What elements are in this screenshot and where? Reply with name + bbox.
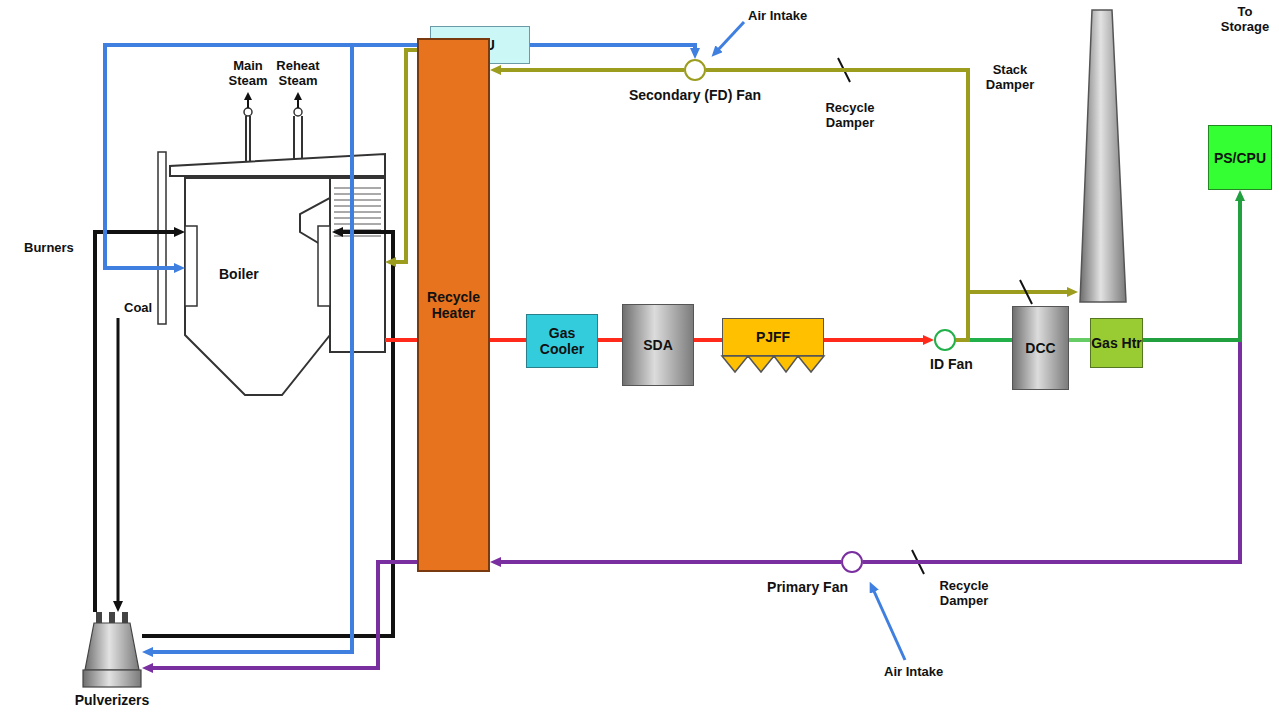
- node-label: Secondary (FD) Fan: [629, 87, 761, 103]
- flow-line: [498, 68, 684, 72]
- node-label: Gas Htr: [1091, 335, 1142, 351]
- component-label: Recycle Damper: [932, 578, 996, 608]
- flow-line: [1069, 338, 1090, 342]
- air-intake-arrow: [717, 22, 744, 51]
- process-box: DCC: [1012, 306, 1069, 390]
- tube-line: [334, 188, 381, 189]
- mill-body: [85, 623, 139, 670]
- process-box: Gas Htr: [1090, 318, 1143, 368]
- node-label: DCC: [1025, 340, 1055, 356]
- mill-inlet: [122, 612, 128, 623]
- steam-valve: [294, 108, 302, 116]
- flow-line: [530, 45, 695, 51]
- fan-symbol: ID Fan: [934, 329, 956, 351]
- tube-line: [334, 236, 381, 237]
- coal-arrow: [117, 318, 120, 604]
- air-intake-arrow: [873, 589, 905, 660]
- coal-feed-line: [142, 232, 393, 636]
- tube-line: [334, 200, 381, 201]
- damper-symbol: [912, 550, 924, 574]
- boiler-drawing: [158, 92, 385, 395]
- node-label: SDA: [643, 337, 673, 353]
- stack-chimney: [1080, 10, 1126, 302]
- damper-symbol: [838, 58, 850, 82]
- component-label: Stack Damper: [978, 62, 1042, 92]
- fan-symbol: Primary Fan: [841, 551, 863, 573]
- boiler-unit: Boiler: [185, 178, 385, 395]
- node-label: Pulverizers: [75, 692, 150, 708]
- stack-duct: [968, 290, 1070, 294]
- node-label: Recycle Heater: [419, 289, 488, 321]
- steam-arrowhead: [294, 92, 302, 100]
- flow-line: [1143, 198, 1240, 340]
- node-label: PS/CPU: [1214, 150, 1266, 166]
- component-label: To Storage: [1216, 4, 1274, 34]
- tube-line: [334, 224, 381, 225]
- tube-bank: [334, 188, 381, 236]
- node-label: Boiler: [219, 266, 259, 282]
- tube-line: [334, 230, 381, 231]
- component-label: Main Steam: [221, 58, 275, 88]
- steam-arrow: [248, 100, 298, 108]
- fan-symbol: Secondary (FD) Fan: [684, 59, 706, 81]
- node-label: Primary Fan: [767, 579, 848, 595]
- heater-box: Recycle Heater: [417, 38, 490, 572]
- flow-line: [498, 560, 841, 564]
- component-label: Reheat Steam: [271, 58, 325, 88]
- furnace-outline: [185, 178, 330, 395]
- component-label: Coal: [124, 300, 152, 315]
- flow-line: [385, 338, 417, 342]
- flow-line: [150, 45, 430, 652]
- flow-line: [824, 338, 926, 342]
- steam-arrowhead: [244, 92, 252, 100]
- node-label: Gas Cooler: [527, 325, 597, 357]
- filter-hoppers: [722, 356, 824, 372]
- reheat-steam-pipe: [294, 116, 302, 205]
- node-label: PJFF: [756, 329, 790, 345]
- flow-line: [490, 338, 526, 342]
- tube-line: [334, 218, 381, 219]
- backpass-outline: [330, 178, 385, 352]
- damper-symbol: [1020, 280, 1032, 304]
- flow-line: [694, 338, 722, 342]
- mill-base: [83, 670, 141, 687]
- process-box: PS/CPU: [1208, 125, 1272, 190]
- component-label: Air Intake: [748, 8, 807, 23]
- flow-line: [598, 338, 622, 342]
- burner-symbol: [318, 226, 330, 306]
- process-box: Gas Cooler: [526, 314, 598, 368]
- flow-line: [95, 232, 177, 612]
- mill-inlet: [96, 612, 102, 623]
- flow-line: [105, 45, 430, 268]
- flow-line: [956, 338, 1012, 342]
- boiler-column: [158, 152, 166, 324]
- flow-line: [393, 50, 417, 262]
- filter-box: PJFF: [722, 318, 824, 356]
- component-label: Recycle Damper: [818, 100, 882, 130]
- boiler-roof: [170, 154, 385, 176]
- burner-symbol: [185, 226, 197, 306]
- tube-line: [334, 206, 381, 207]
- tube-line: [334, 212, 381, 213]
- component-label: Air Intake: [884, 664, 943, 679]
- main-steam-pipe: [246, 116, 250, 205]
- tube-line: [334, 194, 381, 195]
- process-box: SDA: [622, 304, 694, 386]
- steam-valve: [244, 108, 252, 116]
- mill-inlet: [109, 612, 115, 623]
- component-label: Burners: [24, 240, 74, 255]
- flow-line: [706, 70, 968, 340]
- flow-line: [150, 562, 417, 668]
- pulverizer-shape: [82, 612, 142, 688]
- node-label: ID Fan: [930, 356, 973, 372]
- pulverizer-unit: Pulverizers: [82, 612, 142, 688]
